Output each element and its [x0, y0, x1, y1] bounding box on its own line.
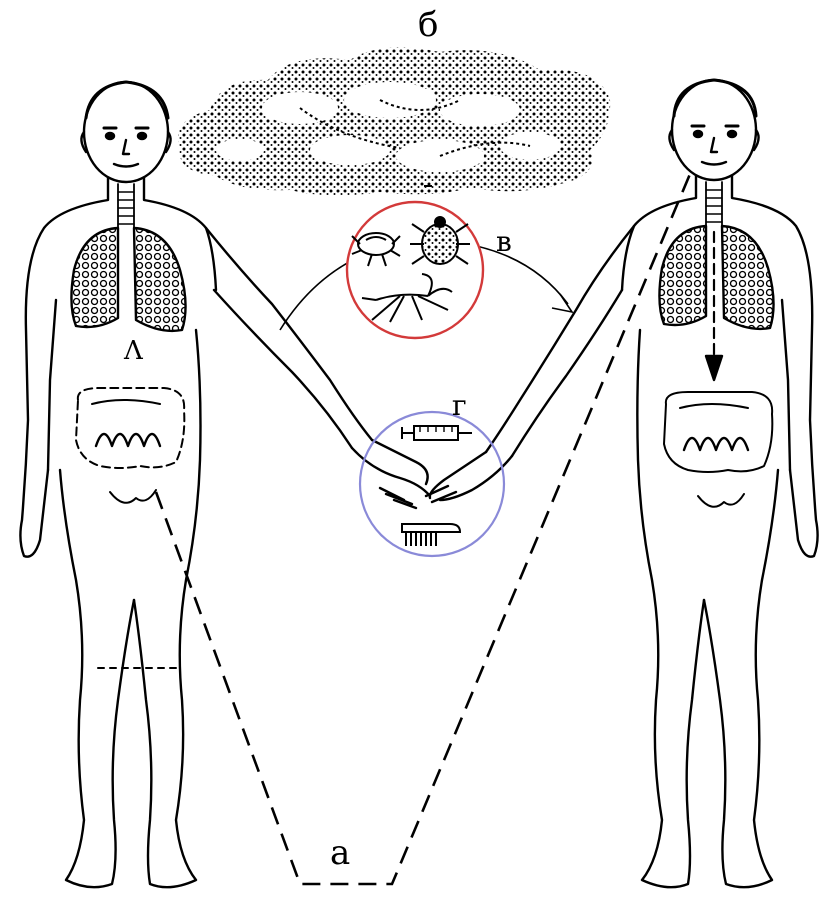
- label-a: а: [330, 836, 350, 870]
- down-arrow-icon: [706, 356, 722, 380]
- syringe-icon: [402, 426, 472, 440]
- label-v: в: [496, 228, 512, 256]
- right-person: [426, 80, 818, 887]
- comb-icon: [402, 524, 460, 546]
- label-b: б: [418, 8, 438, 42]
- droplet-cloud-icon: [178, 48, 610, 196]
- arrow-head-icon: [552, 294, 572, 312]
- label-lambda: Λ: [124, 338, 143, 364]
- label-g: г: [452, 392, 467, 420]
- vector-circle: [280, 202, 572, 338]
- left-person: [20, 82, 430, 887]
